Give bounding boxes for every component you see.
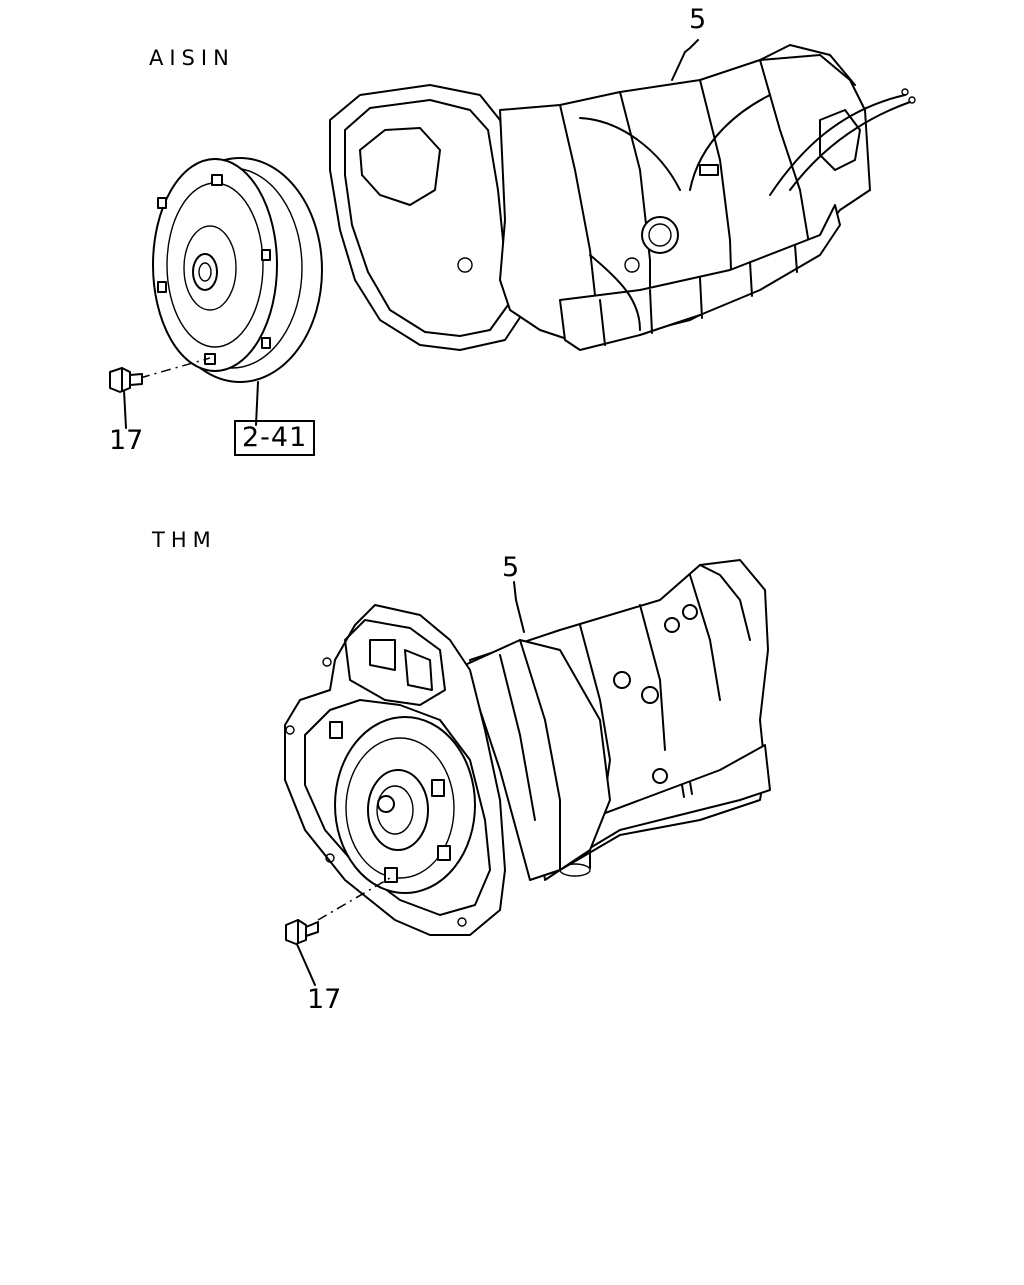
thm-transmission-leader xyxy=(513,581,525,633)
callout-thm-bolt: 17 xyxy=(307,984,342,1015)
thm-bolt-icon xyxy=(285,919,319,945)
section-title-thm: THM xyxy=(152,528,217,552)
callout-thm-transmission: 5 xyxy=(502,552,520,583)
thm-transmission-icon xyxy=(284,559,771,936)
aisin-bolt-icon xyxy=(109,367,143,393)
aisin-leader-lines xyxy=(123,39,699,429)
aisin-bolt-axis xyxy=(139,357,211,379)
section-title-aisin: AISIN xyxy=(149,46,235,70)
aisin-torque-converter-icon xyxy=(152,157,323,383)
callout-aisin-bolt: 17 xyxy=(109,425,144,456)
aisin-transmission-icon xyxy=(329,44,916,351)
aisin-transmission-leader xyxy=(671,39,699,81)
aisin-bolt-leader xyxy=(123,389,127,429)
aisin-converter-leader xyxy=(255,381,259,426)
thm-bolt-leader xyxy=(295,941,316,986)
thm-leader-lines xyxy=(295,581,525,986)
reference-box-aisin-converter[interactable]: 2-41 xyxy=(234,420,316,456)
callout-aisin-transmission: 5 xyxy=(689,4,707,35)
thm-bolt-axis xyxy=(317,877,391,921)
